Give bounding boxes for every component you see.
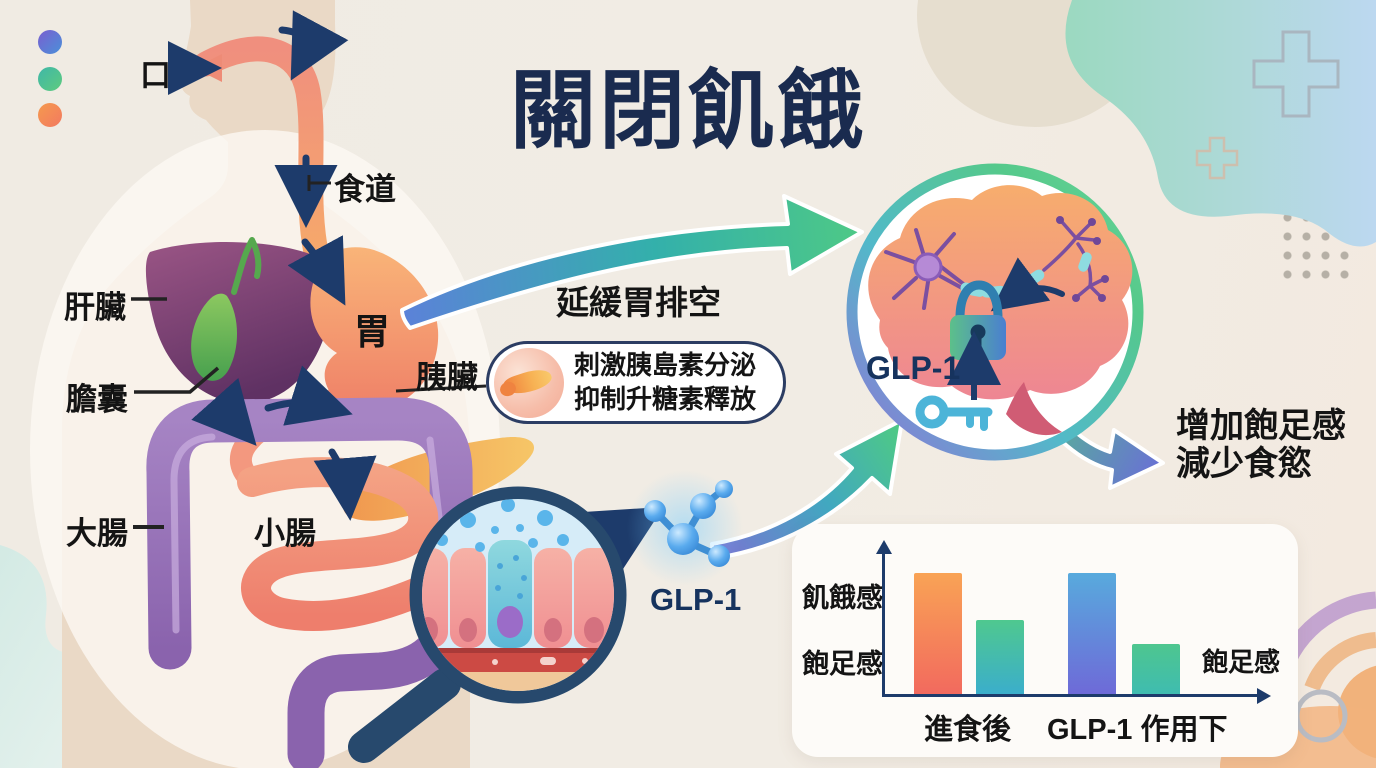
cross-icon	[1252, 30, 1340, 118]
legend-dot-orange	[38, 103, 62, 127]
secretion-dots-in-cell	[495, 555, 527, 599]
brain-circle	[846, 163, 1144, 461]
brainstem-shape	[1006, 382, 1062, 436]
label-large-intestine: 大腸	[66, 516, 128, 551]
legend-dot-teal	[38, 67, 62, 91]
callout-line1: 刺激胰島素分泌	[574, 349, 757, 380]
magnifier	[348, 486, 627, 763]
magnifier-content	[422, 499, 614, 691]
label-appetite-decrease: 減少食慾	[1176, 445, 1312, 483]
bar-進食後-1	[914, 573, 962, 694]
bar-GLP-1 作用下-1	[1068, 573, 1116, 694]
label-gallbladder: 膽囊	[66, 382, 128, 417]
page-title: 關閉飢餓	[510, 63, 866, 159]
legend-dot-purple	[38, 30, 62, 54]
y-axis	[882, 552, 885, 697]
label-esophagus: 食道	[334, 172, 396, 207]
label-mouth: 口	[140, 58, 171, 93]
glp1-molecule	[627, 470, 743, 586]
bar-GLP-1 作用下-2	[1132, 644, 1180, 694]
neuron-terminals	[1056, 216, 1109, 302]
label-glp1-brain: GLP-1	[866, 350, 961, 386]
xlabel-right-satiety: 飽足感	[1202, 647, 1281, 677]
y-axis-arrow-icon	[876, 540, 892, 554]
label-satiety-increase: 增加飽足感	[1176, 407, 1346, 445]
label-stomach: 胃	[354, 311, 391, 352]
gallbladder-shape	[191, 293, 238, 381]
neuron-left	[884, 228, 968, 310]
glp1-effect-chart: 飢餓感 飽足感 進食後 GLP-1 作用下 飽足感	[792, 524, 1298, 757]
ylabel-hunger: 飢餓感	[802, 583, 883, 613]
label-glp1-molecule: GLP-1	[650, 582, 742, 617]
arrow-stomach-to-brain	[400, 194, 864, 330]
pancreas-icon	[494, 347, 564, 418]
label-pancreas: 胰臟	[416, 360, 478, 395]
pancreas-callout: 刺激胰島素分泌 抑制升糖素釋放	[486, 341, 786, 424]
label-small-intestine: 小腸	[254, 516, 316, 551]
small-cross-icon	[1195, 136, 1239, 180]
callout-line2: 抑制升糖素釋放	[574, 383, 757, 414]
bar-進食後-2	[976, 620, 1024, 694]
xlabel-after-eating: 進食後	[924, 714, 1012, 746]
x-axis	[882, 694, 1260, 697]
label-pointer-lines	[131, 175, 487, 529]
xlabel-glp1-action: GLP-1 作用下	[1047, 714, 1228, 746]
key-icon	[915, 395, 993, 431]
label-gastric-emptying: 延緩胃排空	[556, 284, 721, 321]
label-liver: 肝臟	[64, 290, 126, 325]
ylabel-satiety: 飽足感	[802, 649, 883, 679]
x-axis-arrow-icon	[1257, 688, 1271, 704]
